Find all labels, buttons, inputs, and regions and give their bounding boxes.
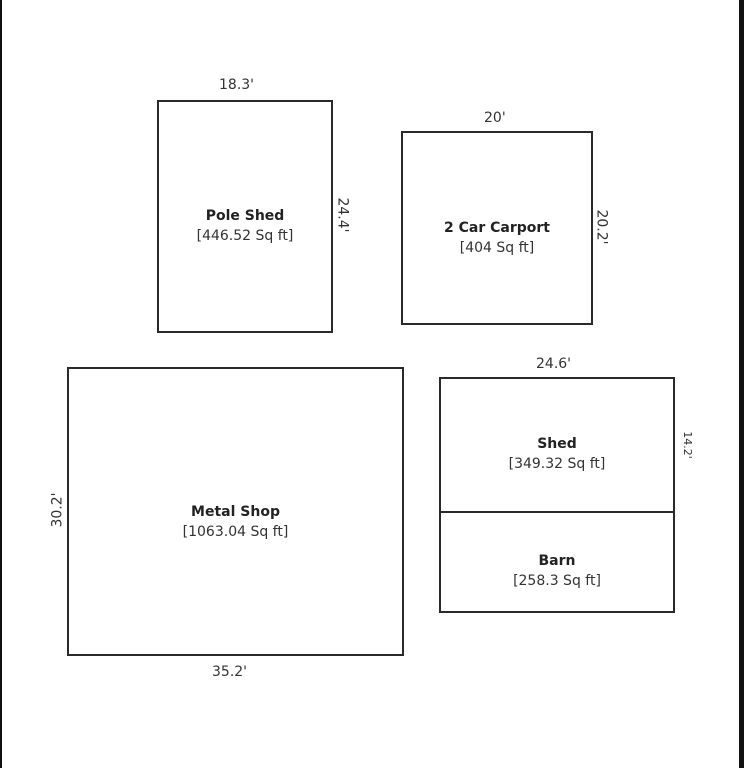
pole-shed-width-label: 18.3' [219,77,255,93]
barn-name: Barn [538,553,576,569]
barn-area: [258.3 Sq ft] [513,573,601,589]
pole-shed-area: [446.52 Sq ft] [196,228,294,244]
carport-depth-label: 20.2' [593,209,610,245]
carport-name: 2 Car Carport [444,220,550,236]
shed-width-label: 24.6' [536,356,572,372]
metal-shop-name: Metal Shop [191,504,280,520]
metal-shop-area: [1063.04 Sq ft] [182,524,289,540]
shed-label-group: Shed [349.32 Sq ft] [439,434,675,474]
left-border [0,0,2,768]
pole-shed-name: Pole Shed [205,208,285,224]
pole-shed-room: Pole Shed [446.52 Sq ft] [157,100,333,333]
metal-shop-room: Metal Shop [1063.04 Sq ft] [67,367,404,656]
shed-depth-label: 14.2' [680,431,694,459]
shed-area: [349.32 Sq ft] [508,456,606,472]
carport-width-label: 20' [484,110,506,126]
barn-label-group: Barn [258.3 Sq ft] [439,551,675,591]
carport-area: [404 Sq ft] [459,240,535,256]
shed-barn-divider [439,511,675,513]
metal-shop-depth-label: 30.2' [49,492,66,528]
shed-name: Shed [537,436,577,452]
carport-room: 2 Car Carport [404 Sq ft] [401,131,593,325]
right-border [739,0,744,768]
metal-shop-width-label: 35.2' [212,664,248,680]
pole-shed-depth-label: 24.4' [334,197,351,233]
shed-barn-outline [439,377,675,613]
